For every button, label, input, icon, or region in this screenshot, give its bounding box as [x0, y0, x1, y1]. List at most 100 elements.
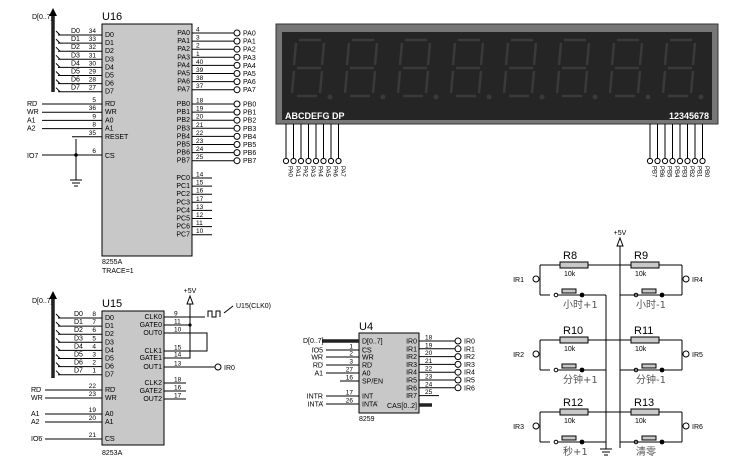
u4-pin-name: RD [362, 363, 372, 370]
u4-pin-name: IR0 [406, 339, 417, 346]
u15-pin-num: 16 [174, 385, 182, 392]
u4-right-net: IR5 [464, 378, 475, 385]
display-pin-label: PA4 [317, 166, 323, 178]
u16-pin-name: PC3 [176, 199, 190, 206]
u16-pin-num: 17 [196, 196, 204, 203]
resistor-icon [559, 408, 589, 416]
u16-pin-num: 20 [196, 114, 204, 121]
u16-pin-num: 14 [196, 172, 204, 179]
segment-c [371, 70, 377, 94]
u16-pin-name: D7 [105, 89, 114, 96]
u15-pin-name: D6 [105, 364, 114, 371]
switch-button-icon [561, 288, 577, 294]
u15-pin-num: 6 [92, 327, 96, 334]
display-pin-terminal [654, 157, 661, 165]
display-pin-terminal [305, 157, 312, 165]
switch-button-icon [641, 288, 657, 294]
u16-pin-name: A1 [105, 126, 114, 133]
segment-c [689, 70, 695, 94]
u16-bus-net: D2 [71, 44, 80, 51]
u15-ctrl-net: A2 [31, 419, 40, 426]
u4-pin-num: 18 [425, 335, 433, 342]
display-pin-label: PB3 [681, 166, 687, 178]
key-label: 小时+1 [563, 299, 598, 311]
display-pin-terminal [290, 157, 297, 165]
u16-bus-label: D[0..7] [32, 14, 53, 21]
bus-arrow-icon [49, 291, 57, 299]
segment-f [504, 42, 510, 66]
u16-pin-name: PC7 [176, 232, 190, 239]
segment-c [583, 70, 589, 94]
u15-ctrl-net: RD [31, 387, 41, 394]
resistor-ref: R11 [634, 325, 653, 337]
u15-pin-num: 17 [174, 393, 182, 400]
display-seg-label: ABCDEFG DP [285, 111, 345, 121]
u15-pin-name: CS [105, 436, 115, 443]
net-terminal [233, 86, 241, 94]
u16-pin-name: PA1 [177, 38, 190, 45]
u15-pin-num: 15 [174, 345, 182, 352]
wire [55, 79, 61, 84]
u16-pin-name: PA0 [177, 30, 190, 37]
key-label: 秒+1 [563, 445, 588, 458]
net-terminal [682, 422, 690, 430]
wire [55, 329, 61, 335]
u16-pin-name: PB2 [177, 117, 190, 124]
u4-pin-name: SP/EN [362, 379, 383, 386]
u15-ctrl-net: A1 [31, 411, 40, 418]
u15-pin-num: 19 [89, 407, 97, 414]
segment-dp [380, 94, 386, 100]
u16-bus-net: D5 [71, 69, 80, 76]
u16-net-label: PA6 [243, 79, 256, 86]
u15-pin-num: 9 [174, 311, 178, 318]
u15-bus-net: D2 [74, 327, 83, 334]
display-pin-terminal [676, 157, 684, 165]
u4-pin-name: IR1 [406, 346, 417, 353]
u16-pin-name: PB4 [177, 133, 190, 140]
u16-net-label: PB0 [243, 102, 256, 109]
u4-ref: U4 [359, 321, 373, 333]
segment-f [292, 42, 298, 66]
u4-pin-name: IR6 [406, 385, 417, 392]
u16-pin-name: PB3 [177, 125, 190, 132]
key-net-label: IR2 [513, 352, 524, 359]
u4-pin-num: 1 [349, 344, 353, 351]
u16-pin-name: D0 [105, 32, 114, 39]
segment-f [610, 42, 616, 66]
u16-bus-net: D6 [71, 77, 80, 84]
segment-dp [486, 94, 492, 100]
segment-b [691, 42, 697, 66]
segment-e [608, 70, 614, 94]
u4-pin-num: 3 [349, 359, 353, 366]
u15-pin-num: 10 [174, 327, 182, 334]
u15-pin-name: GATE1 [140, 355, 163, 362]
u15-pin-name: D3 [105, 339, 114, 346]
u16-net-label: PA2 [243, 47, 256, 54]
u16-net-label: PB7 [243, 158, 256, 165]
display-pin-terminal [646, 157, 654, 165]
u15-pin-name: CLK2 [144, 380, 162, 387]
u16-pin-num: 8 [92, 122, 96, 129]
u15-pin-num: 8 [92, 311, 96, 318]
u15-pin-name: RD [105, 387, 115, 394]
u15-pin-num: 3 [92, 352, 96, 359]
segment-dp [698, 94, 704, 100]
switch-button-icon [561, 363, 577, 369]
net-terminal [233, 100, 241, 108]
u4-pin-num: 26 [346, 398, 354, 405]
vcc-symbol: +5V [184, 288, 197, 305]
segment-f [345, 42, 351, 66]
u16-pin-name: A0 [105, 117, 114, 124]
segment-c [424, 70, 430, 94]
u16-pin-name: PA3 [177, 54, 190, 61]
u4-pin-name: IR5 [406, 378, 417, 385]
u16-pin-num: 9 [92, 113, 96, 120]
wire [55, 370, 61, 376]
u16-part: 8255A [102, 259, 123, 266]
clock-source-icon [207, 310, 221, 318]
u15-bus-net: D4 [74, 343, 83, 350]
key-label: 分钟-1 [636, 373, 666, 386]
net-terminal [233, 108, 241, 116]
